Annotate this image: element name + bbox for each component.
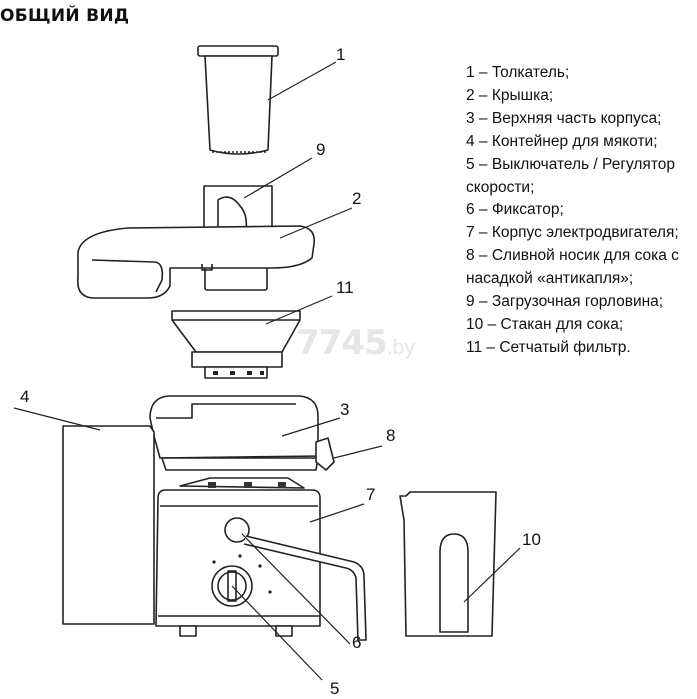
feed-chute bbox=[203, 185, 273, 291]
legend-item: 3 – Верхняя часть корпуса; bbox=[466, 109, 662, 127]
leader-11 bbox=[265, 295, 333, 325]
legend-item: 1 – Толкатель; bbox=[466, 64, 570, 81]
leader-5 bbox=[231, 585, 323, 681]
juice-spout bbox=[315, 437, 335, 471]
callout-7: 7 bbox=[366, 485, 375, 504]
pusher bbox=[197, 45, 279, 155]
callout-6: 6 bbox=[352, 633, 361, 652]
legend-item: насадкой «антикапля»; bbox=[466, 270, 634, 288]
legend-item: 2 – Крышка; bbox=[466, 86, 554, 104]
callout-10: 10 bbox=[522, 530, 541, 549]
legend-item: 4 – Контейнер для мякоти; bbox=[466, 132, 658, 150]
leader-2 bbox=[279, 207, 353, 239]
leader-3 bbox=[281, 417, 341, 437]
callout-3: 3 bbox=[340, 400, 349, 419]
callout-5: 5 bbox=[330, 679, 339, 698]
callout-1: 1 bbox=[336, 45, 345, 64]
callout-4: 4 bbox=[20, 387, 29, 406]
legend-item: 8 – Сливной носик для сока с bbox=[466, 247, 679, 265]
diagram-title: ОБЩИЙ ВИД bbox=[0, 6, 130, 26]
callout-11: 11 bbox=[336, 278, 354, 297]
leader-10 bbox=[463, 547, 521, 603]
callout-2: 2 bbox=[352, 189, 361, 208]
legend-item: 9 – Загрузочная горловина; bbox=[466, 293, 664, 311]
leader-9 bbox=[243, 157, 313, 199]
leader-1 bbox=[267, 61, 337, 101]
legend-item: 7 – Корпус электродвигателя; bbox=[466, 224, 679, 242]
legend-item: 5 – Выключатель / Регулятор bbox=[466, 155, 675, 173]
parts-legend: 1 – Толкатель; 2 – Крышка; 3 – Верхняя ч… bbox=[466, 62, 696, 360]
motor-base bbox=[155, 477, 367, 641]
leader-7 bbox=[309, 503, 365, 523]
watermark-main: 7745 bbox=[296, 323, 388, 363]
legend-item: 6 – Фиксатор; bbox=[466, 201, 564, 219]
watermark: 7745.by bbox=[296, 323, 416, 363]
upper-housing bbox=[149, 395, 335, 471]
callout-8: 8 bbox=[386, 426, 395, 445]
callout-9: 9 bbox=[316, 140, 325, 159]
legend-item: 10 – Стакан для сока; bbox=[466, 315, 624, 333]
pulp-container bbox=[62, 425, 155, 625]
legend-item: 11 – Сетчатый фильтр. bbox=[466, 338, 631, 356]
lid bbox=[76, 225, 316, 299]
leader-6 bbox=[241, 533, 351, 645]
filter-basket bbox=[171, 310, 301, 379]
leader-8 bbox=[333, 445, 383, 459]
lock-clamp bbox=[224, 517, 367, 641]
watermark-suffix: .by bbox=[386, 335, 416, 359]
juice-cup bbox=[399, 491, 497, 637]
leader-4 bbox=[13, 407, 101, 431]
legend-item: скорости; bbox=[466, 178, 535, 196]
